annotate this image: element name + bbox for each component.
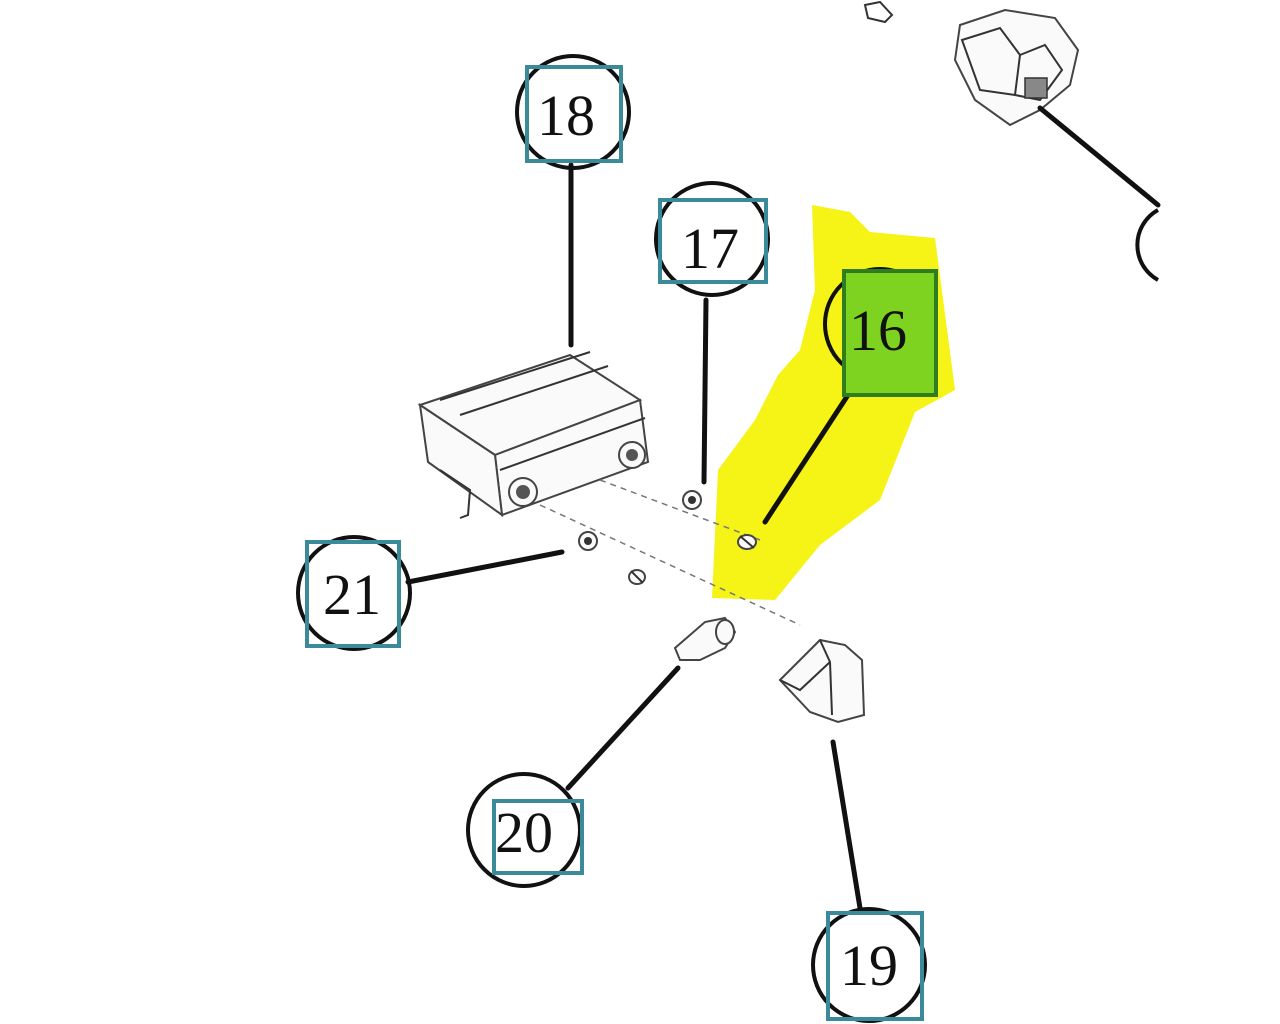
control-box-icon[interactable] — [417, 351, 650, 519]
callout-18[interactable]: 18 — [515, 54, 631, 170]
callout-19[interactable]: 19 — [811, 907, 927, 1023]
callout-21[interactable]: 21 — [296, 535, 412, 651]
svg-text:20: 20 — [495, 800, 553, 865]
svg-text:16: 16 — [849, 298, 907, 363]
bracket-icon[interactable] — [778, 638, 866, 724]
screw-icon[interactable] — [737, 534, 757, 550]
washer-icon[interactable] — [578, 531, 598, 551]
svg-text:21: 21 — [323, 562, 381, 627]
plug-icon[interactable] — [673, 616, 737, 661]
screw-icon[interactable] — [628, 569, 646, 585]
leader-line-mirror — [1037, 105, 1161, 208]
callout-16[interactable]: 16 — [823, 267, 938, 397]
leader-line-21 — [405, 549, 565, 585]
washer-icon[interactable] — [682, 490, 702, 510]
callout-17[interactable]: 17 — [654, 181, 770, 297]
leader-line-20 — [565, 665, 681, 791]
svg-text:18: 18 — [537, 83, 595, 148]
svg-text:19: 19 — [840, 933, 898, 998]
callout-20[interactable]: 20 — [466, 772, 584, 888]
svg-text:17: 17 — [681, 216, 739, 281]
leader-line-17 — [701, 297, 709, 485]
assembly-guide-line — [539, 504, 801, 626]
leader-line-16 — [762, 392, 851, 525]
mirror-assembly-icon[interactable] — [863, 0, 1080, 127]
leader-line-19 — [830, 739, 863, 911]
cropped-callout-circle — [1135, 208, 1160, 282]
